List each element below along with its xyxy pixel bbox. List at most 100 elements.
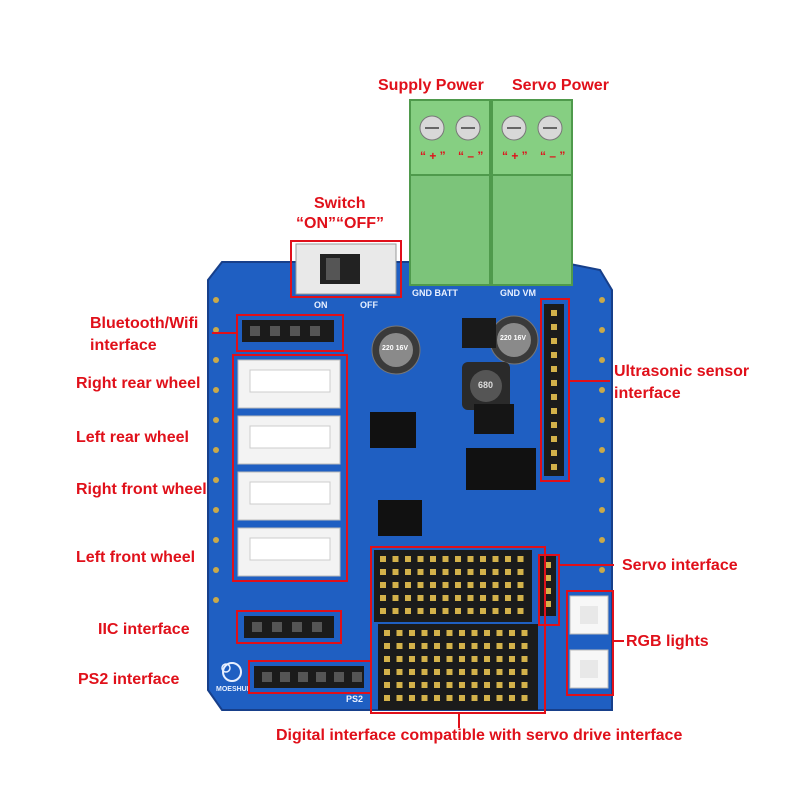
label-switch: Switch <box>314 195 366 212</box>
power-switch <box>295 243 397 295</box>
header-pin <box>551 380 557 386</box>
header-pin <box>409 669 415 675</box>
header-pin <box>467 569 474 575</box>
header-pin <box>430 608 436 614</box>
motor-connector-right-front <box>237 471 341 521</box>
header-pin <box>496 656 503 662</box>
header-pin <box>434 656 440 662</box>
header-pin <box>380 582 386 588</box>
box-wheels <box>232 354 348 582</box>
header-pin <box>505 556 511 562</box>
header-pin <box>417 608 424 614</box>
header-pin <box>392 608 399 614</box>
header-pin <box>471 656 478 662</box>
header-pin <box>421 682 428 688</box>
motor-connector-right-rear <box>237 359 341 409</box>
motor-connector-left-rear <box>237 415 341 465</box>
inductor <box>462 362 510 410</box>
header-pin <box>396 656 403 662</box>
silk-ps2: PS2 <box>346 694 364 704</box>
silk-brand: MOESHUI <box>216 686 249 693</box>
box-bluetooth <box>236 314 344 352</box>
header-pin <box>505 608 511 614</box>
header-pin <box>405 569 411 575</box>
header-pin <box>551 352 557 358</box>
servo-jumper-pins <box>545 562 551 607</box>
label-ultrasonic-1: Ultrasonic sensor <box>614 363 750 380</box>
header-pin <box>492 608 499 614</box>
servo-pins-upper <box>380 556 524 614</box>
header-pin <box>484 682 490 688</box>
bluetooth-header <box>242 320 334 342</box>
header-pin <box>521 695 528 701</box>
header-pin <box>417 595 424 601</box>
header-pin <box>421 643 428 649</box>
header-pin <box>471 695 478 701</box>
box-servo-interface <box>538 554 560 626</box>
header-pin <box>442 556 449 562</box>
header-pin <box>545 601 551 607</box>
header-pin <box>467 595 474 601</box>
header-pin <box>384 643 390 649</box>
label-left-front-wheel: Left front wheel <box>76 549 196 566</box>
header-pin <box>459 630 465 636</box>
header-pin <box>459 695 465 701</box>
header-pin <box>430 595 436 601</box>
box-ps2 <box>248 660 372 694</box>
label-ultrasonic-2: interface <box>614 385 681 402</box>
header-pin <box>471 682 478 688</box>
header-pin <box>467 608 474 614</box>
box-digital <box>370 546 546 714</box>
header-pin <box>396 682 403 688</box>
capacitor-2 <box>489 315 539 365</box>
polarity-plus-servo: “ + ” <box>502 149 528 163</box>
header-pin <box>521 630 528 636</box>
header-pin <box>484 669 490 675</box>
header-pin <box>405 582 411 588</box>
header-pin <box>396 630 403 636</box>
header-pin <box>380 569 386 575</box>
ps2-header <box>254 666 364 688</box>
header-pin <box>455 582 461 588</box>
box-switch <box>290 240 402 298</box>
silk-cap2: 220 16V <box>500 335 527 342</box>
header-pin <box>496 643 503 649</box>
header-pin <box>551 450 557 456</box>
header-pin <box>421 669 428 675</box>
header-pin <box>492 582 499 588</box>
header-pin <box>446 630 453 636</box>
header-pin <box>442 595 449 601</box>
header-pin <box>417 582 424 588</box>
header-pin <box>396 643 403 649</box>
label-servo-interface: Servo interface <box>622 557 738 574</box>
header-pin <box>380 608 386 614</box>
header-pin <box>517 595 524 601</box>
header-pin <box>434 643 440 649</box>
header-pin <box>455 569 461 575</box>
regulator-ic <box>462 318 496 348</box>
header-pin <box>521 656 528 662</box>
leader-digital-v <box>458 714 460 728</box>
header-pin <box>446 682 453 688</box>
header-pin <box>392 595 399 601</box>
label-servo-power: Servo Power <box>512 77 609 94</box>
header-pin <box>384 656 390 662</box>
header-pin <box>509 630 515 636</box>
header-pin <box>517 582 524 588</box>
terminal-block-servo <box>491 99 573 286</box>
header-pin <box>517 556 524 562</box>
header-pin <box>521 669 528 675</box>
header-pin <box>509 656 515 662</box>
left-edge-pins <box>213 297 219 603</box>
header-pin <box>409 656 415 662</box>
header-pin <box>467 582 474 588</box>
header-pin <box>471 630 478 636</box>
header-pin <box>484 643 490 649</box>
header-pin <box>509 643 515 649</box>
box-rgb <box>566 590 614 696</box>
header-pin <box>480 582 486 588</box>
label-switch-states: “ON”“OFF” <box>296 215 384 232</box>
header-pin <box>480 608 486 614</box>
header-pin <box>384 630 390 636</box>
